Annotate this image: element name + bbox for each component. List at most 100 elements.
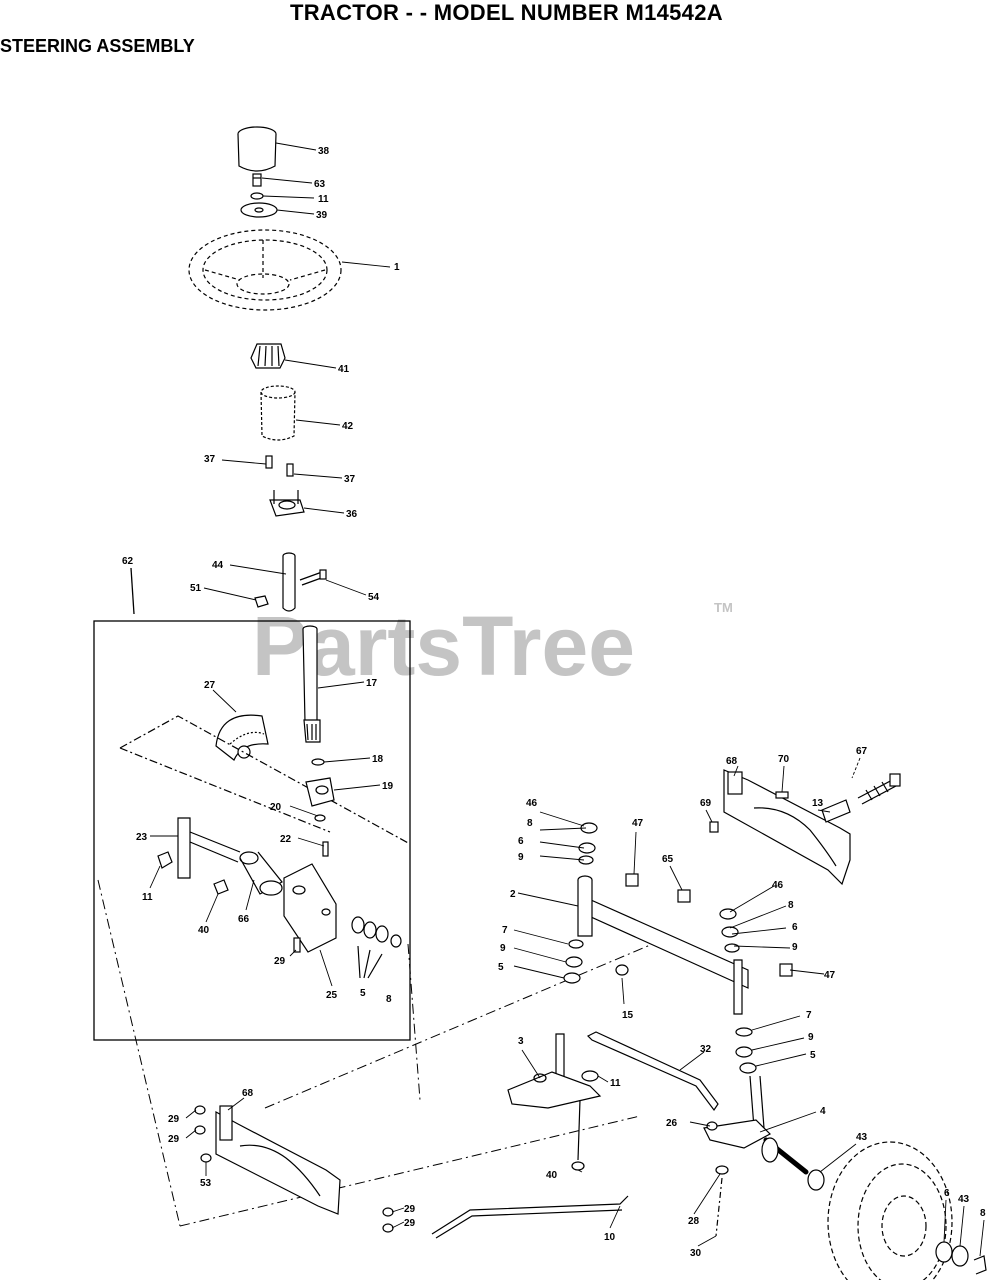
left-steering-arm-part: [507, 1033, 602, 1171]
callout-11: 11: [318, 194, 329, 205]
spacer-part: [239, 851, 283, 896]
steering-gear-parts: [119, 625, 411, 979]
rear-bolt-lower-part: [382, 1223, 394, 1233]
pivot-pin-part: [709, 821, 719, 833]
callout-70: 70: [778, 754, 790, 765]
callout-26: 26: [666, 1118, 678, 1129]
hub-washer-part: [935, 1241, 953, 1263]
screw-part: [265, 455, 294, 477]
cap-bolt-part: [252, 173, 262, 187]
adjust-screw-part: [322, 841, 329, 857]
callout-25: 25: [326, 990, 338, 1001]
callout-15: 15: [622, 1010, 634, 1021]
callout-40: 40: [198, 925, 210, 936]
hub-washer-outer-part: [951, 1245, 969, 1267]
washer-part: [250, 192, 264, 200]
callout-22: 22: [280, 834, 292, 845]
callout-29: 29: [168, 1134, 180, 1145]
callout-68: 68: [242, 1088, 254, 1099]
steering-boot-part: [260, 385, 296, 441]
callout-2: 2: [510, 889, 516, 900]
steering-shaft-part: [282, 552, 296, 612]
callout-11: 11: [142, 892, 153, 903]
wheel-adapter-part: [250, 343, 286, 369]
callout-9: 9: [808, 1032, 814, 1043]
callout-6: 6: [944, 1188, 950, 1199]
page-title: TRACTOR - - MODEL NUMBER M14542A: [290, 0, 723, 25]
pivot-bracket-part: [177, 817, 241, 879]
callout-69: 69: [700, 798, 712, 809]
steering-cap-part: [237, 126, 277, 172]
callout-18: 18: [372, 754, 384, 765]
callout-67: 67: [856, 746, 868, 757]
callout-6: 6: [518, 836, 524, 847]
callout-27: 27: [204, 680, 216, 691]
page-subtitle: STEERING ASSEMBLY: [0, 36, 195, 56]
callout-8: 8: [980, 1208, 986, 1219]
front-tire-part: [827, 1141, 953, 1280]
pinion-shaft-part: [302, 625, 321, 743]
left-bolt-upper-part: [194, 1105, 206, 1115]
callout-11: 11: [610, 1078, 621, 1089]
callout-29: 29: [404, 1204, 416, 1215]
callout-23: 23: [136, 832, 148, 843]
callout-7: 7: [806, 1010, 812, 1021]
callout-38: 38: [318, 146, 330, 157]
callout-54: 54: [368, 592, 380, 603]
callout-5: 5: [810, 1050, 816, 1061]
wheel-washer-part: [807, 1169, 825, 1191]
callout-5: 5: [498, 962, 504, 973]
callout-7: 7: [502, 925, 508, 936]
callout-5: 5: [360, 988, 366, 999]
alignment-lines: [97, 879, 663, 1227]
lock-nut-part: [254, 595, 269, 608]
callout-13: 13: [812, 798, 824, 809]
steering-wheel-part: [188, 229, 342, 311]
callout-43: 43: [958, 1194, 970, 1205]
left-bolt-lower-part: [194, 1125, 206, 1135]
callout-53: 53: [200, 1178, 212, 1189]
callout-labels: 38 63 11 39 1 41 42 37 37 36 62 44 51 54…: [122, 146, 986, 1259]
sector-gear-part: [215, 714, 269, 761]
callout-65: 65: [662, 854, 674, 865]
hub-plate-part: [240, 202, 278, 218]
callout-66: 66: [238, 914, 250, 925]
bushing-bracket-part: [269, 490, 305, 517]
callout-36: 36: [346, 509, 358, 520]
callout-8: 8: [386, 994, 392, 1005]
mounting-bracket-part: [283, 863, 337, 953]
callout-37: 37: [344, 474, 356, 485]
callout-17: 17: [366, 678, 378, 689]
leader-lines: [149, 142, 985, 1257]
steering-gear-box-outline: [93, 567, 411, 1041]
callout-28: 28: [688, 1216, 700, 1227]
left-nut-part: [200, 1153, 212, 1163]
watermark-tm-mark: TM: [714, 600, 733, 615]
callout-8: 8: [788, 900, 794, 911]
left-axle-support-part: [215, 1105, 341, 1215]
gear-washer-part: [311, 758, 325, 766]
callout-44: 44: [212, 560, 224, 571]
axle-bushing-part: [677, 889, 691, 903]
callout-46: 46: [526, 798, 538, 809]
bracket-bolt-part: [293, 937, 301, 953]
callout-19: 19: [382, 781, 394, 792]
bearing-block-part: [305, 777, 335, 807]
callout-6: 6: [792, 922, 798, 933]
left-spindle-part: [563, 822, 598, 984]
callout-29: 29: [274, 956, 286, 967]
callout-1: 1: [394, 262, 400, 273]
tie-rod-washer-part: [715, 1165, 729, 1175]
callout-47: 47: [824, 970, 836, 981]
callout-4: 4: [820, 1106, 826, 1117]
callout-32: 32: [700, 1044, 712, 1055]
callout-29: 29: [168, 1114, 180, 1125]
steering-column-parts: [188, 126, 342, 612]
front-axle-parts: [194, 769, 987, 1280]
support-bolt-part: [775, 791, 789, 799]
callout-29: 29: [404, 1218, 416, 1229]
right-spindle-part: [703, 908, 809, 1175]
tie-rod-part: [586, 1031, 719, 1112]
callout-9: 9: [792, 942, 798, 953]
